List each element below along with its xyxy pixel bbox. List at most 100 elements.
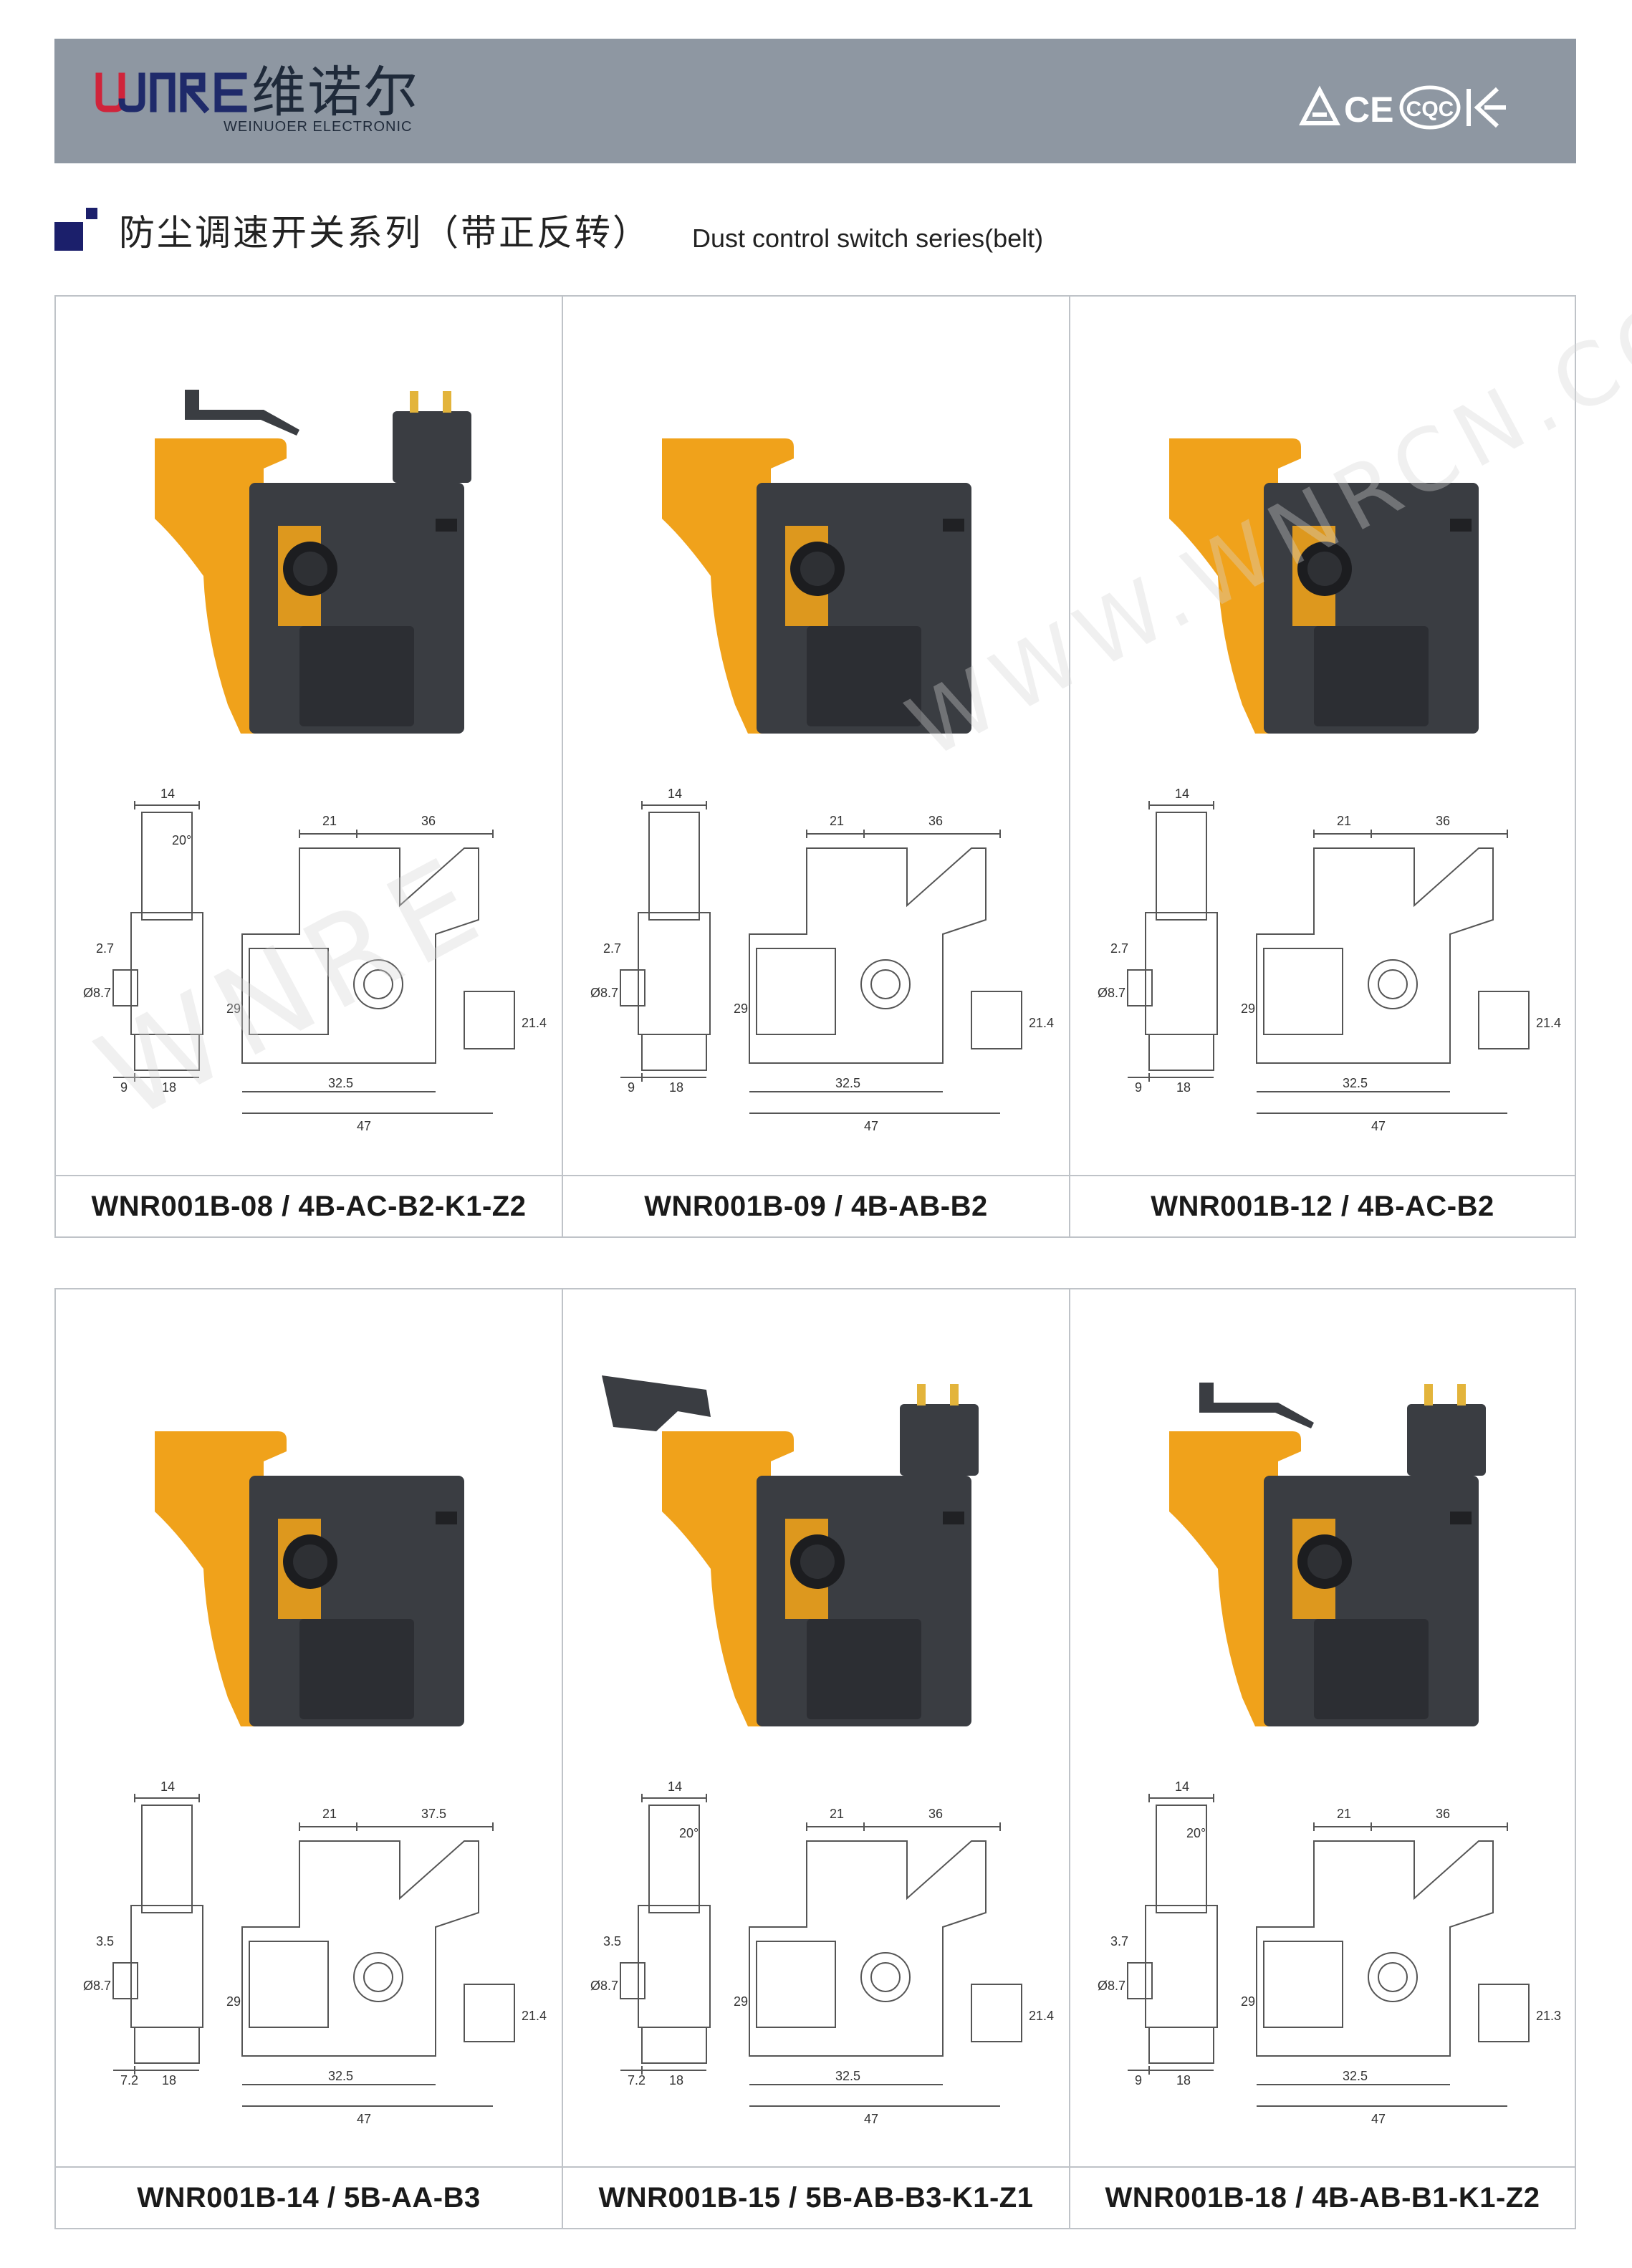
- svg-text:14: 14: [160, 787, 175, 801]
- switch-product-image: [1169, 438, 1479, 734]
- svg-text:14: 14: [668, 1779, 682, 1794]
- product-card: 14 3.5 Ø8.7 7.2 18 21 37.5 29 21.4 32.5 …: [56, 1289, 562, 2228]
- product-grid-row-2: 14 3.5 Ø8.7 7.2 18 21 37.5 29 21.4 32.5 …: [54, 1288, 1576, 2229]
- side-view-drawing: [749, 830, 1022, 1114]
- svg-text:29: 29: [1241, 1001, 1255, 1016]
- model-label-bar: WNR001B-08 / 4B-AC-B2-K1-Z2: [56, 1175, 562, 1236]
- svg-text:9: 9: [1135, 1080, 1142, 1095]
- svg-text:9: 9: [120, 1080, 128, 1095]
- lock-lever: [185, 390, 299, 436]
- svg-text:21.4: 21.4: [1029, 1016, 1054, 1030]
- kc-mark-icon: [1467, 87, 1506, 128]
- svg-text:32.5: 32.5: [1343, 2069, 1368, 2083]
- svg-text:36: 36: [928, 814, 943, 828]
- model-label-bar: WNR001B-14 / 5B-AA-B3: [56, 2166, 562, 2228]
- cqc-mark-icon: CQC: [1399, 85, 1461, 130]
- svg-text:14: 14: [1175, 1779, 1189, 1794]
- side-view-labels: 21 37.5 29 21.4 32.5 47: [226, 1807, 547, 2126]
- ce-mark: CE: [1344, 90, 1393, 130]
- model-label-bar: WNR001B-09 / 4B-AB-B2: [563, 1175, 1069, 1236]
- svg-text:Ø8.7: Ø8.7: [1098, 986, 1125, 1000]
- side-view-drawing: [241, 830, 515, 1114]
- svg-text:29: 29: [734, 1001, 748, 1016]
- lock-lever: [602, 1375, 711, 1431]
- svg-text:Ø8.7: Ø8.7: [590, 1979, 618, 1993]
- front-view-labels: 14 20° 3.7 Ø8.7 9 18: [1098, 1779, 1206, 2087]
- svg-text:20°: 20°: [679, 1826, 699, 1840]
- svg-text:20°: 20°: [172, 833, 191, 847]
- svg-text:Ø8.7: Ø8.7: [590, 986, 618, 1000]
- product-drawing: 14 20° 3.7 Ø8.7 9 18 21 36 29 21.3 32.5 …: [1077, 1297, 1569, 2167]
- svg-text:21: 21: [322, 1807, 337, 1821]
- switch-product-image: [155, 390, 471, 734]
- svg-text:32.5: 32.5: [328, 2069, 353, 2083]
- product-drawing: 14 3.5 Ø8.7 7.2 18 21 37.5 29 21.4 32.5 …: [63, 1297, 555, 2167]
- logo-english-name: WEINUOER ELECTRONIC: [224, 119, 413, 135]
- svg-text:29: 29: [226, 1994, 241, 2009]
- svg-text:21.4: 21.4: [1029, 2009, 1054, 2023]
- side-view-drawing: [241, 1822, 515, 2107]
- svg-text:29: 29: [734, 1994, 748, 2009]
- front-view-drawing: [112, 801, 203, 1082]
- product-drawing: 14 2.7 Ø8.7 9 18 21 36 29 21.4 32.5 47: [1077, 304, 1569, 1174]
- section-title-en: Dust control switch series(belt): [692, 224, 1044, 253]
- svg-text:29: 29: [1241, 1994, 1255, 2009]
- svg-text:21.4: 21.4: [522, 1016, 547, 1030]
- svg-text:36: 36: [1436, 1807, 1450, 1821]
- product-card: 14 2.7 Ø8.7 9 18 21 36 29 21.4 32.5 47 W: [562, 297, 1069, 1236]
- svg-text:32.5: 32.5: [328, 1076, 353, 1090]
- svg-text:21: 21: [1337, 814, 1351, 828]
- svg-text:3.5: 3.5: [96, 1934, 114, 1949]
- logo-chinese-name: 维诺尔: [251, 60, 419, 124]
- side-view-labels: 21 36 29 21.3 32.5 47: [1241, 1807, 1561, 2126]
- svg-text:37.5: 37.5: [421, 1807, 446, 1821]
- svg-text:29: 29: [226, 1001, 241, 1016]
- svg-text:18: 18: [669, 2073, 683, 2087]
- svg-text:21: 21: [830, 1807, 844, 1821]
- model-number: WNR001B-15 / 5B-AB-B3-K1-Z1: [598, 2181, 1034, 2214]
- svg-text:21: 21: [830, 814, 844, 828]
- terminal-block: [900, 1384, 979, 1476]
- svg-text:21.3: 21.3: [1536, 2009, 1561, 2023]
- product-card: 14 2.7 Ø8.7 9 18 21 36 29 21.4 32.5 47 W: [1069, 297, 1575, 1236]
- front-view-drawing: [1127, 1794, 1218, 2075]
- svg-text:3.5: 3.5: [603, 1934, 621, 1949]
- svg-text:47: 47: [864, 1119, 878, 1133]
- front-view-labels: 14 2.7 Ø8.7 9 18: [1098, 787, 1191, 1095]
- svg-text:21: 21: [322, 814, 337, 828]
- side-view-labels: 21 36 29 21.4 32.5 47: [734, 814, 1054, 1133]
- svg-text:CQC: CQC: [1406, 97, 1454, 121]
- model-number: WNR001B-08 / 4B-AC-B2-K1-Z2: [91, 1190, 527, 1222]
- svg-text:47: 47: [357, 2112, 371, 2126]
- svg-text:47: 47: [1371, 1119, 1386, 1133]
- safety-triangle-icon: [1299, 85, 1340, 125]
- front-view-labels: 14 20° 3.5 Ø8.7 7.2 18: [590, 1779, 699, 2087]
- side-view-labels: 21 36 29 21.4 32.5 47: [734, 1807, 1054, 2126]
- title-square-icon: [54, 222, 83, 251]
- model-number: WNR001B-18 / 4B-AB-B1-K1-Z2: [1105, 2181, 1540, 2214]
- lock-lever: [1199, 1383, 1314, 1428]
- svg-text:47: 47: [1371, 2112, 1386, 2126]
- product-drawing: 14 2.7 Ø8.7 9 18 21 36 29 21.4 32.5 47: [570, 304, 1062, 1174]
- switch-product-image: [602, 1375, 979, 1726]
- model-number: WNR001B-12 / 4B-AC-B2: [1151, 1190, 1494, 1222]
- svg-text:7.2: 7.2: [120, 2073, 138, 2087]
- svg-text:18: 18: [669, 1080, 683, 1095]
- svg-text:Ø8.7: Ø8.7: [1098, 1979, 1125, 1993]
- svg-text:36: 36: [928, 1807, 943, 1821]
- product-drawing: 14 20° 2.7 Ø8.7 9 18 21 36 29 21.4 32.5 …: [63, 304, 555, 1174]
- svg-text:21.4: 21.4: [522, 2009, 547, 2023]
- model-number: WNR001B-14 / 5B-AA-B3: [137, 2181, 481, 2214]
- svg-text:47: 47: [864, 2112, 878, 2126]
- svg-text:21.4: 21.4: [1536, 1016, 1561, 1030]
- svg-text:14: 14: [668, 787, 682, 801]
- front-view-drawing: [620, 801, 711, 1082]
- front-view-drawing: [620, 1794, 711, 2075]
- svg-text:21: 21: [1337, 1807, 1351, 1821]
- front-view-labels: 14 3.5 Ø8.7 7.2 18: [83, 1779, 176, 2087]
- svg-text:14: 14: [160, 1779, 175, 1794]
- side-view-drawing: [1256, 830, 1530, 1114]
- svg-text:14: 14: [1175, 787, 1189, 801]
- product-card: 14 20° 3.5 Ø8.7 7.2 18 21 36 29 21.4 32.…: [562, 1289, 1069, 2228]
- svg-text:18: 18: [1176, 2073, 1191, 2087]
